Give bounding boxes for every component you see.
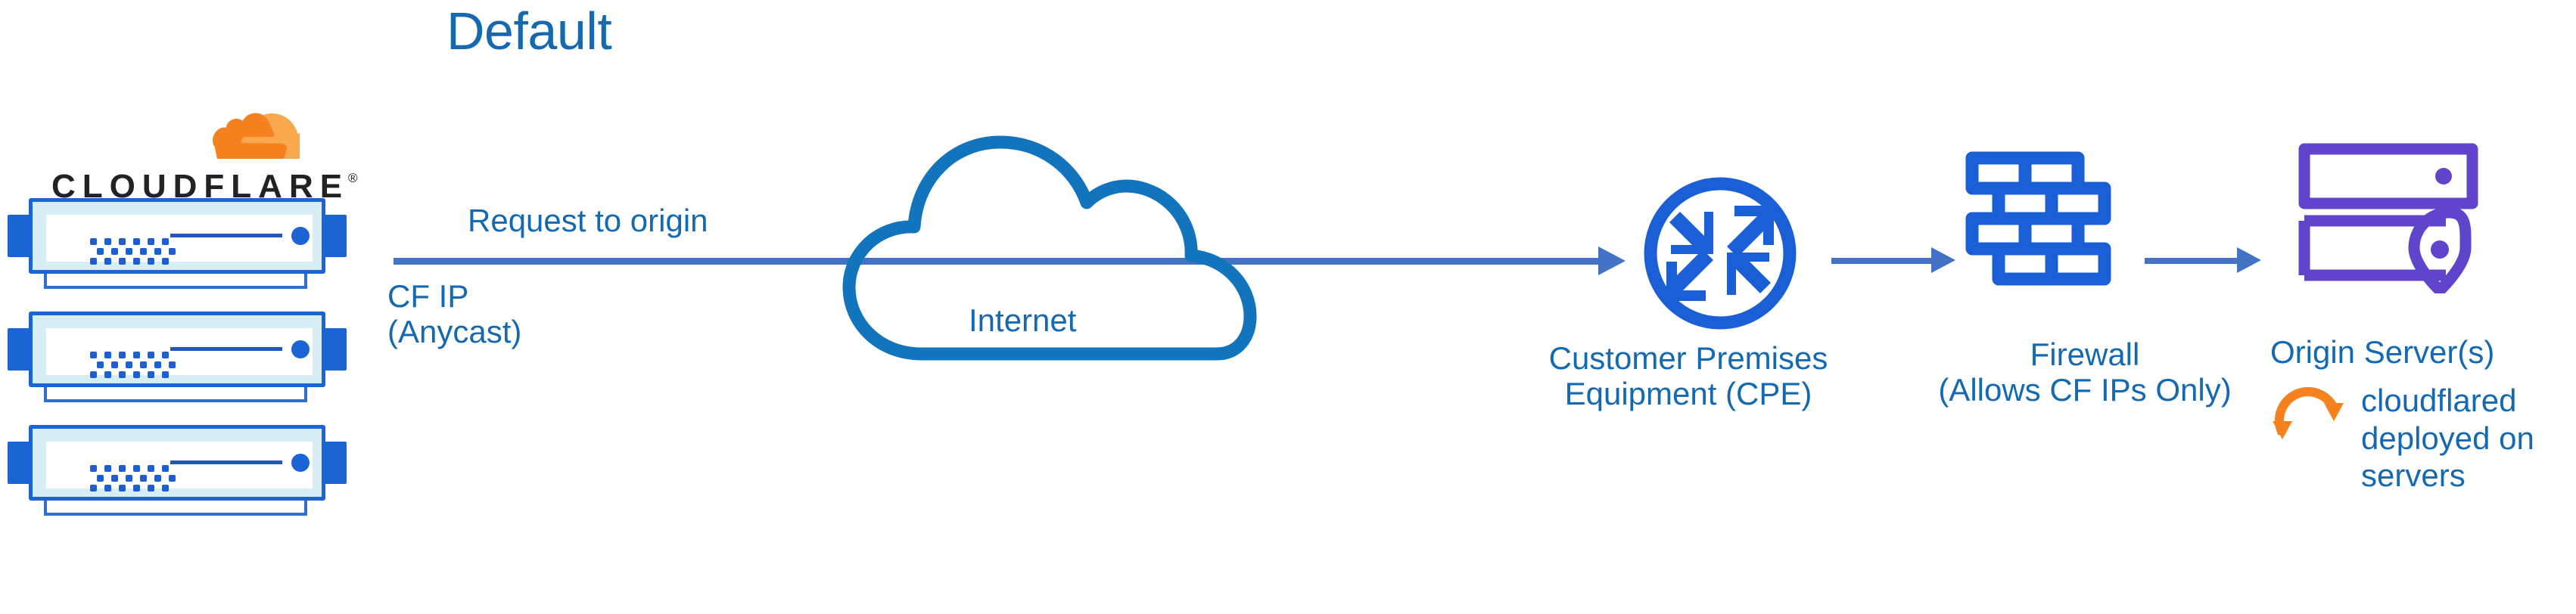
router-four-arrows-icon xyxy=(1644,177,1797,330)
firewall-label-line2: (Allows CF IPs Only) xyxy=(1938,372,2232,408)
server-vent-dots xyxy=(90,465,192,509)
right-arrow-icon xyxy=(2237,247,2261,273)
cloudflare-logo: CLOUDFLARE ® xyxy=(15,106,358,205)
server-face xyxy=(46,328,313,378)
cf-ip-anycast-label: CF IP(Anycast) xyxy=(387,278,521,349)
right-arrow-icon xyxy=(1931,247,1955,273)
server-slot-line xyxy=(170,347,282,351)
origin-server-label: Origin Server(s) xyxy=(2270,334,2495,370)
cloudflared-line3: servers xyxy=(2361,457,2466,494)
internet-label: Internet xyxy=(969,302,1077,338)
cpe-to-firewall-arrow-line xyxy=(1831,258,1937,264)
server-face xyxy=(46,215,313,265)
request-to-origin-label: Request to origin xyxy=(468,203,708,238)
server-base xyxy=(44,274,307,289)
server-body xyxy=(29,198,325,274)
right-arrow-icon xyxy=(1598,247,1626,275)
server-led-icon xyxy=(291,227,310,245)
cpe-label-line1: Customer Premises xyxy=(1548,340,1828,376)
brick-wall-icon xyxy=(1965,151,2111,286)
page-title: Default xyxy=(446,2,612,60)
server-led-icon xyxy=(291,454,310,472)
server-unit-icon xyxy=(8,425,347,516)
server-vent-dots xyxy=(90,238,192,282)
server-slot-line xyxy=(170,234,282,237)
registered-mark: ® xyxy=(348,171,358,185)
server-slot-line xyxy=(170,460,282,464)
cloudflared-line2: deployed on xyxy=(2361,420,2534,456)
server-led-icon xyxy=(291,340,310,358)
server-vent-dots xyxy=(90,352,192,395)
request-arrow-line xyxy=(394,258,1604,265)
sync-arrows-icon xyxy=(2273,386,2344,439)
cloud-outline-icon xyxy=(842,135,1257,361)
cloudflare-cloud-icon xyxy=(213,113,302,159)
server-base xyxy=(44,501,307,516)
cf-ip-line1: CF IP xyxy=(387,278,469,314)
firewall-to-origin-arrow-line xyxy=(2145,258,2243,264)
server-face xyxy=(46,442,313,492)
firewall-label-line1: Firewall xyxy=(2030,336,2140,372)
server-unit-icon xyxy=(8,198,347,289)
server-stack-location-pin-icon xyxy=(2298,143,2478,293)
cf-ip-line2: (Anycast) xyxy=(387,314,522,350)
server-unit-icon xyxy=(8,312,347,402)
server-base xyxy=(44,387,307,402)
cloudflared-line1: cloudflared xyxy=(2361,383,2517,418)
firewall-label: Firewall(Allows CF IPs Only) xyxy=(1922,336,2248,408)
cpe-label-line2: Equipment (CPE) xyxy=(1564,376,1812,412)
